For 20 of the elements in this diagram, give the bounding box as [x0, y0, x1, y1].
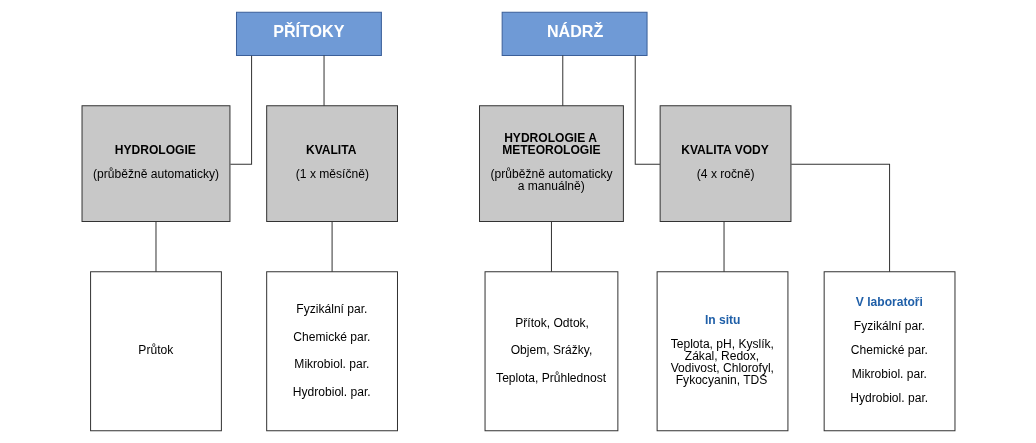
node-box: Přítok, Odtok, Objem, Srážky, Teplota, Průhlednost: [484, 271, 618, 432]
node-box: NÁDRŽ: [501, 11, 648, 56]
node-box: Fyzikální par. Chemické par. Mikrobiol. par. Hydrobiol. par.: [265, 271, 398, 432]
connector: [634, 55, 660, 165]
node-box: In situ Teplota, pH, Kyslík, Zákal, Redox, Vodivost, Chlorofyl, Fykocyanin, TDS: [656, 271, 788, 432]
connector: [550, 221, 552, 273]
node-box: HYDROLOGIE (průběžně automaticky): [81, 105, 230, 222]
connector: [561, 55, 563, 107]
connector: [331, 221, 333, 273]
node-box: Průtok: [89, 271, 222, 432]
node-box: KVALITA VODY (4 x ročně): [659, 105, 791, 222]
connector: [323, 55, 325, 107]
connector: [790, 163, 890, 273]
node-box: V laboratoři Fyzikální par. Chemické par. Mikrobiol. par. Hydrobiol. par.: [823, 271, 955, 432]
node-box: KVALITA (1 x měsíčně): [265, 105, 398, 222]
connector: [723, 221, 725, 273]
node-box: HYDROLOGIE A METEOROLOGIE (průběžně automaticky a manuálně): [478, 105, 624, 222]
connector: [155, 221, 156, 273]
connector: [229, 55, 252, 165]
node-box: PŘÍTOKY: [235, 11, 382, 56]
